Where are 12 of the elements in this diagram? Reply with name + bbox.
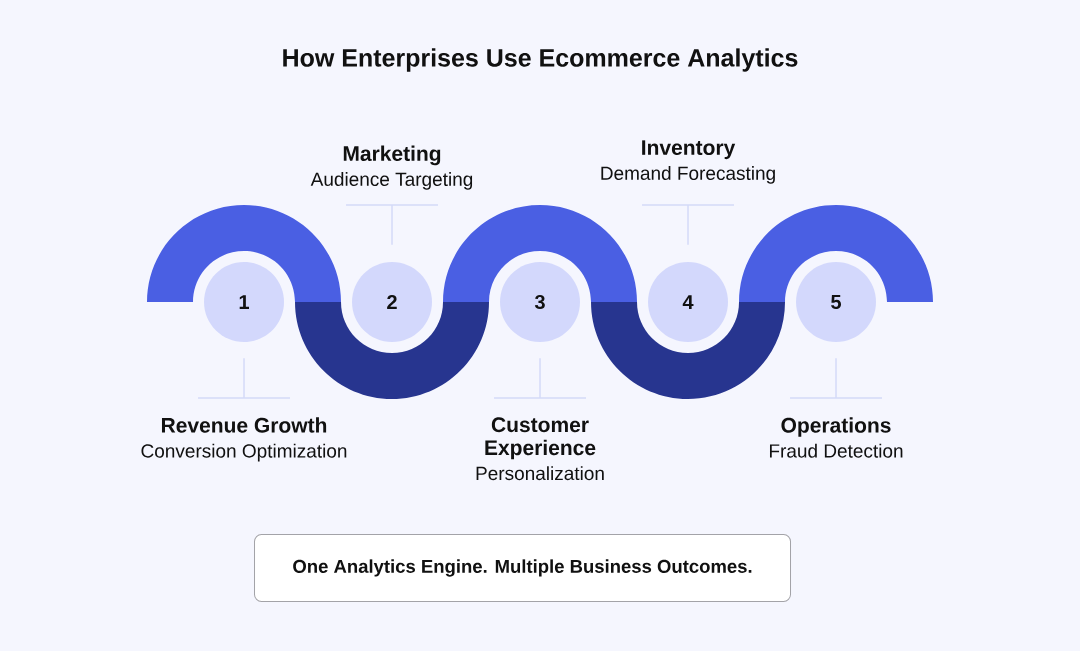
message-box: One Analytics Engine. Multiple Business Outcomes.: [254, 534, 791, 602]
heading: Revenue Growth: [162, 417, 327, 433]
heading: Operations: [781, 417, 891, 437]
heading: Customer Experience: [485, 417, 596, 460]
subheading: Audience Targeting: [310, 172, 473, 190]
subheading: Demand Forecasting: [601, 166, 775, 184]
title: How Enterprises Use Ecommerce Analytics: [283, 48, 798, 72]
subheading: Conversion Optimization: [141, 443, 347, 462]
heading: Marketing: [343, 145, 441, 166]
subheading: Fraud Detection: [770, 443, 903, 458]
heading: Inventory: [642, 140, 736, 160]
subheading: Personalization: [476, 466, 604, 481]
